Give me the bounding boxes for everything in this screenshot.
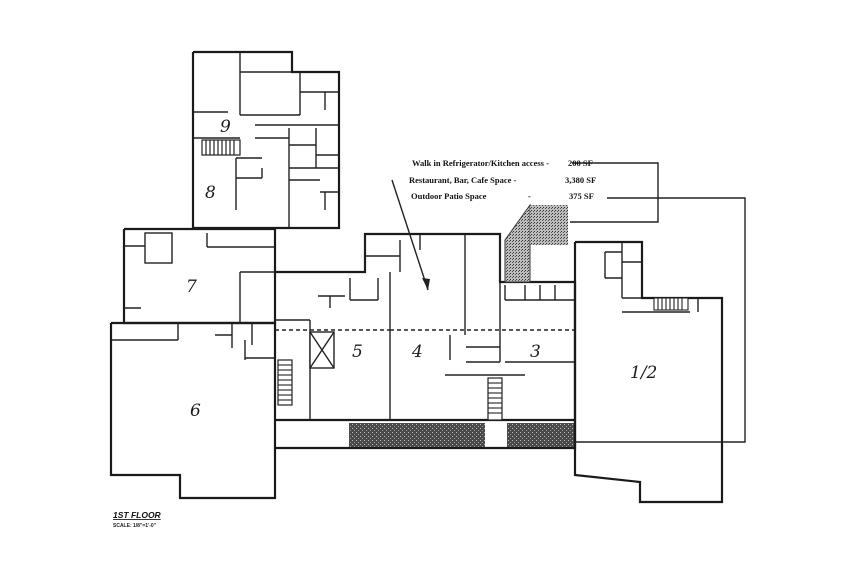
unit-label-4: 4 [411, 342, 423, 362]
legend-area-restaurant: 3,380 SF [565, 175, 596, 185]
legend-leader-lines [391, 162, 746, 443]
legend-area-patio: 375 SF [569, 191, 594, 201]
unit-1-2-block [573, 240, 724, 504]
unit-label-5: 5 [352, 342, 363, 362]
unit-label-6: 6 [190, 401, 201, 421]
central-block [275, 232, 577, 450]
drawing-title: 1ST FLOOR [113, 510, 162, 520]
area-legend: Walk in Refrigerator/Kitchen access - 20… [409, 158, 596, 201]
legend-dash-patio: - [528, 191, 531, 201]
legend-area-walk-in: 200 SF [568, 158, 593, 168]
unit-label-8: 8 [205, 183, 216, 203]
legend-label-patio: Outdoor Patio Space [411, 191, 487, 201]
unit-9-8-block [191, 50, 341, 230]
unit-label-9: 9 [220, 117, 231, 137]
patio-hatch-right [507, 423, 575, 447]
patio-hatch-left [349, 423, 485, 447]
unit-7-block [122, 227, 277, 325]
unit-label-3: 3 [530, 342, 541, 362]
walk-in-refrigerator-area [504, 203, 568, 283]
unit-6-block [109, 321, 277, 500]
legend-label-walk-in: Walk in Refrigerator/Kitchen access - [412, 158, 549, 168]
drawing-scale: SCALE: 1/8"=1'-0" [113, 523, 157, 529]
unit-label-1-2: 1/2 [630, 363, 657, 383]
legend-label-restaurant: Restaurant, Bar, Cafe Space - [409, 175, 517, 185]
unit-label-7: 7 [186, 277, 197, 297]
